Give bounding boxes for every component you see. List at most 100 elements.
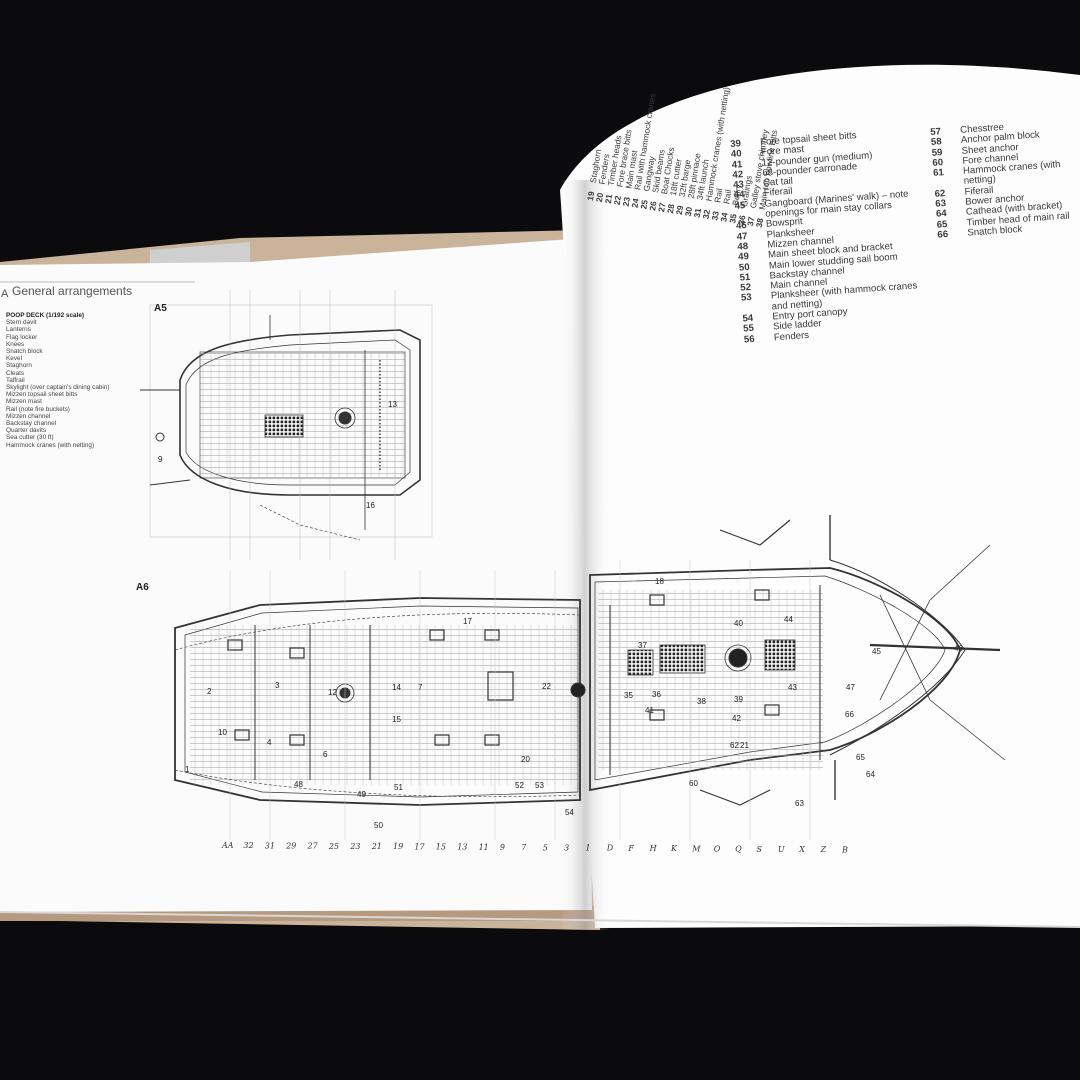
callout: 35 xyxy=(624,691,633,700)
poop-deck-item: Quarter davits xyxy=(6,427,47,435)
fore-mast xyxy=(728,648,748,668)
frame-station-label: K xyxy=(670,844,678,853)
callout: 63 xyxy=(795,799,804,808)
frame-station-label: 3 xyxy=(564,843,569,852)
poop-deck-item: Skylight (over captain's dining cabin) xyxy=(6,384,110,392)
callout: 20 xyxy=(521,755,530,764)
callout: 10 xyxy=(218,728,227,737)
frame-station-label: 27 xyxy=(307,842,319,851)
callout: 22 xyxy=(542,682,551,691)
frame-station-label: 7 xyxy=(521,843,527,852)
poop-deck-drawing xyxy=(140,290,433,560)
callout: 36 xyxy=(652,690,661,699)
frame-station-label: F xyxy=(627,844,634,853)
callout: 18 xyxy=(655,577,664,586)
callout: 12 xyxy=(328,688,337,697)
callout: 52 xyxy=(515,781,524,790)
callout: 43 xyxy=(788,683,797,692)
poop-deck-item: Hammock cranes (with netting) xyxy=(6,441,95,449)
figure-label-a5: A5 xyxy=(154,303,167,314)
frame-station-label: 9 xyxy=(500,843,505,852)
frame-station-label: 11 xyxy=(479,843,489,852)
frame-station-label: 25 xyxy=(328,842,339,851)
mizzen-mast xyxy=(338,411,352,425)
frame-station-label: 23 xyxy=(349,842,360,851)
poop-deck-item: Stern davit xyxy=(6,319,37,327)
poop-deck-item: Lanterns xyxy=(6,326,31,334)
callout: 3 xyxy=(275,681,280,690)
poop-deck-item: Flag locker xyxy=(6,333,38,341)
poop-deck-item: Backstay channel xyxy=(6,420,57,428)
key-number: 53 xyxy=(740,292,753,305)
callout: 41 xyxy=(645,706,654,715)
callout: 64 xyxy=(866,770,875,779)
callout: 6 xyxy=(323,750,328,759)
callout: 2 xyxy=(207,687,212,696)
frame-station-label: O xyxy=(714,845,721,854)
frame-station-label: D xyxy=(606,844,614,853)
callout: 1 xyxy=(185,765,190,774)
key-number: 61 xyxy=(932,167,945,180)
frame-station-label: Q xyxy=(735,845,742,854)
poop-deck-heading: POOP DECK (1/192 scale) xyxy=(6,312,85,319)
callout: 54 xyxy=(565,808,574,817)
frame-station-label: 19 xyxy=(393,842,403,851)
callout: 60 xyxy=(689,779,698,788)
section-letter: A xyxy=(1,288,9,300)
frame-station-label: 15 xyxy=(436,843,446,852)
callout: 14 xyxy=(392,683,401,692)
poop-deck-item: Sea cutter (30 ft) xyxy=(6,434,54,442)
callout: 62 xyxy=(730,741,739,750)
callout: 42 xyxy=(732,714,741,723)
frame-station-label: 31 xyxy=(265,841,275,850)
callout: 51 xyxy=(394,783,403,792)
poop-deck-item: Mizzen topsail sheet bitts xyxy=(6,391,78,399)
key-number: 66 xyxy=(937,228,949,241)
poop-deck-item: Mizzen mast xyxy=(6,398,42,406)
frame-station-label: 21 xyxy=(371,842,382,851)
key-label: Fenders xyxy=(773,329,810,344)
callout: 49 xyxy=(357,790,366,799)
callout: 7 xyxy=(418,683,423,692)
key-number: 45 xyxy=(734,199,746,212)
key-number: 56 xyxy=(743,333,755,346)
frame-station-label: AA xyxy=(221,841,234,850)
callout: 37 xyxy=(638,641,647,650)
frame-station-label: 32 xyxy=(243,841,253,850)
frame-station-label: 1 xyxy=(585,844,590,853)
callout: 46 xyxy=(954,644,963,653)
skylight xyxy=(264,414,304,438)
callout: 53 xyxy=(535,781,544,790)
callout: 39 xyxy=(734,695,743,704)
callout: 47 xyxy=(846,683,855,692)
poop-deck-item: Taffrail xyxy=(6,376,25,384)
frame-station-label: B xyxy=(841,845,848,854)
callout: 16 xyxy=(366,501,375,510)
bowsprit xyxy=(869,643,1001,652)
frame-station-label: X xyxy=(798,845,805,854)
grating xyxy=(659,644,706,674)
poop-deck-item: Mizzen channel xyxy=(6,412,51,420)
frame-station-label: M xyxy=(691,844,701,853)
poop-deck-item: Cleats xyxy=(6,369,25,377)
section-title: General arrangements xyxy=(12,284,132,298)
frame-station-label: U xyxy=(778,845,785,854)
frame-station-label: H xyxy=(649,844,658,853)
callout: 38 xyxy=(697,697,706,706)
frame-station-label: 13 xyxy=(457,843,467,852)
callout-group: 1 2 3 4 6 7 9 10 12 13 14 15 16 17 18 20… xyxy=(158,400,963,830)
frame-station-label: 17 xyxy=(414,842,425,851)
figure-label-a6: A6 xyxy=(136,582,149,593)
book-cover-edge xyxy=(150,242,250,268)
callout: 17 xyxy=(463,617,472,626)
callout: 48 xyxy=(294,780,303,789)
callout: 50 xyxy=(374,821,383,830)
callout: 65 xyxy=(856,753,865,762)
frame-station-label: 29 xyxy=(285,842,296,851)
poop-deck-item: Kevel xyxy=(6,355,22,363)
